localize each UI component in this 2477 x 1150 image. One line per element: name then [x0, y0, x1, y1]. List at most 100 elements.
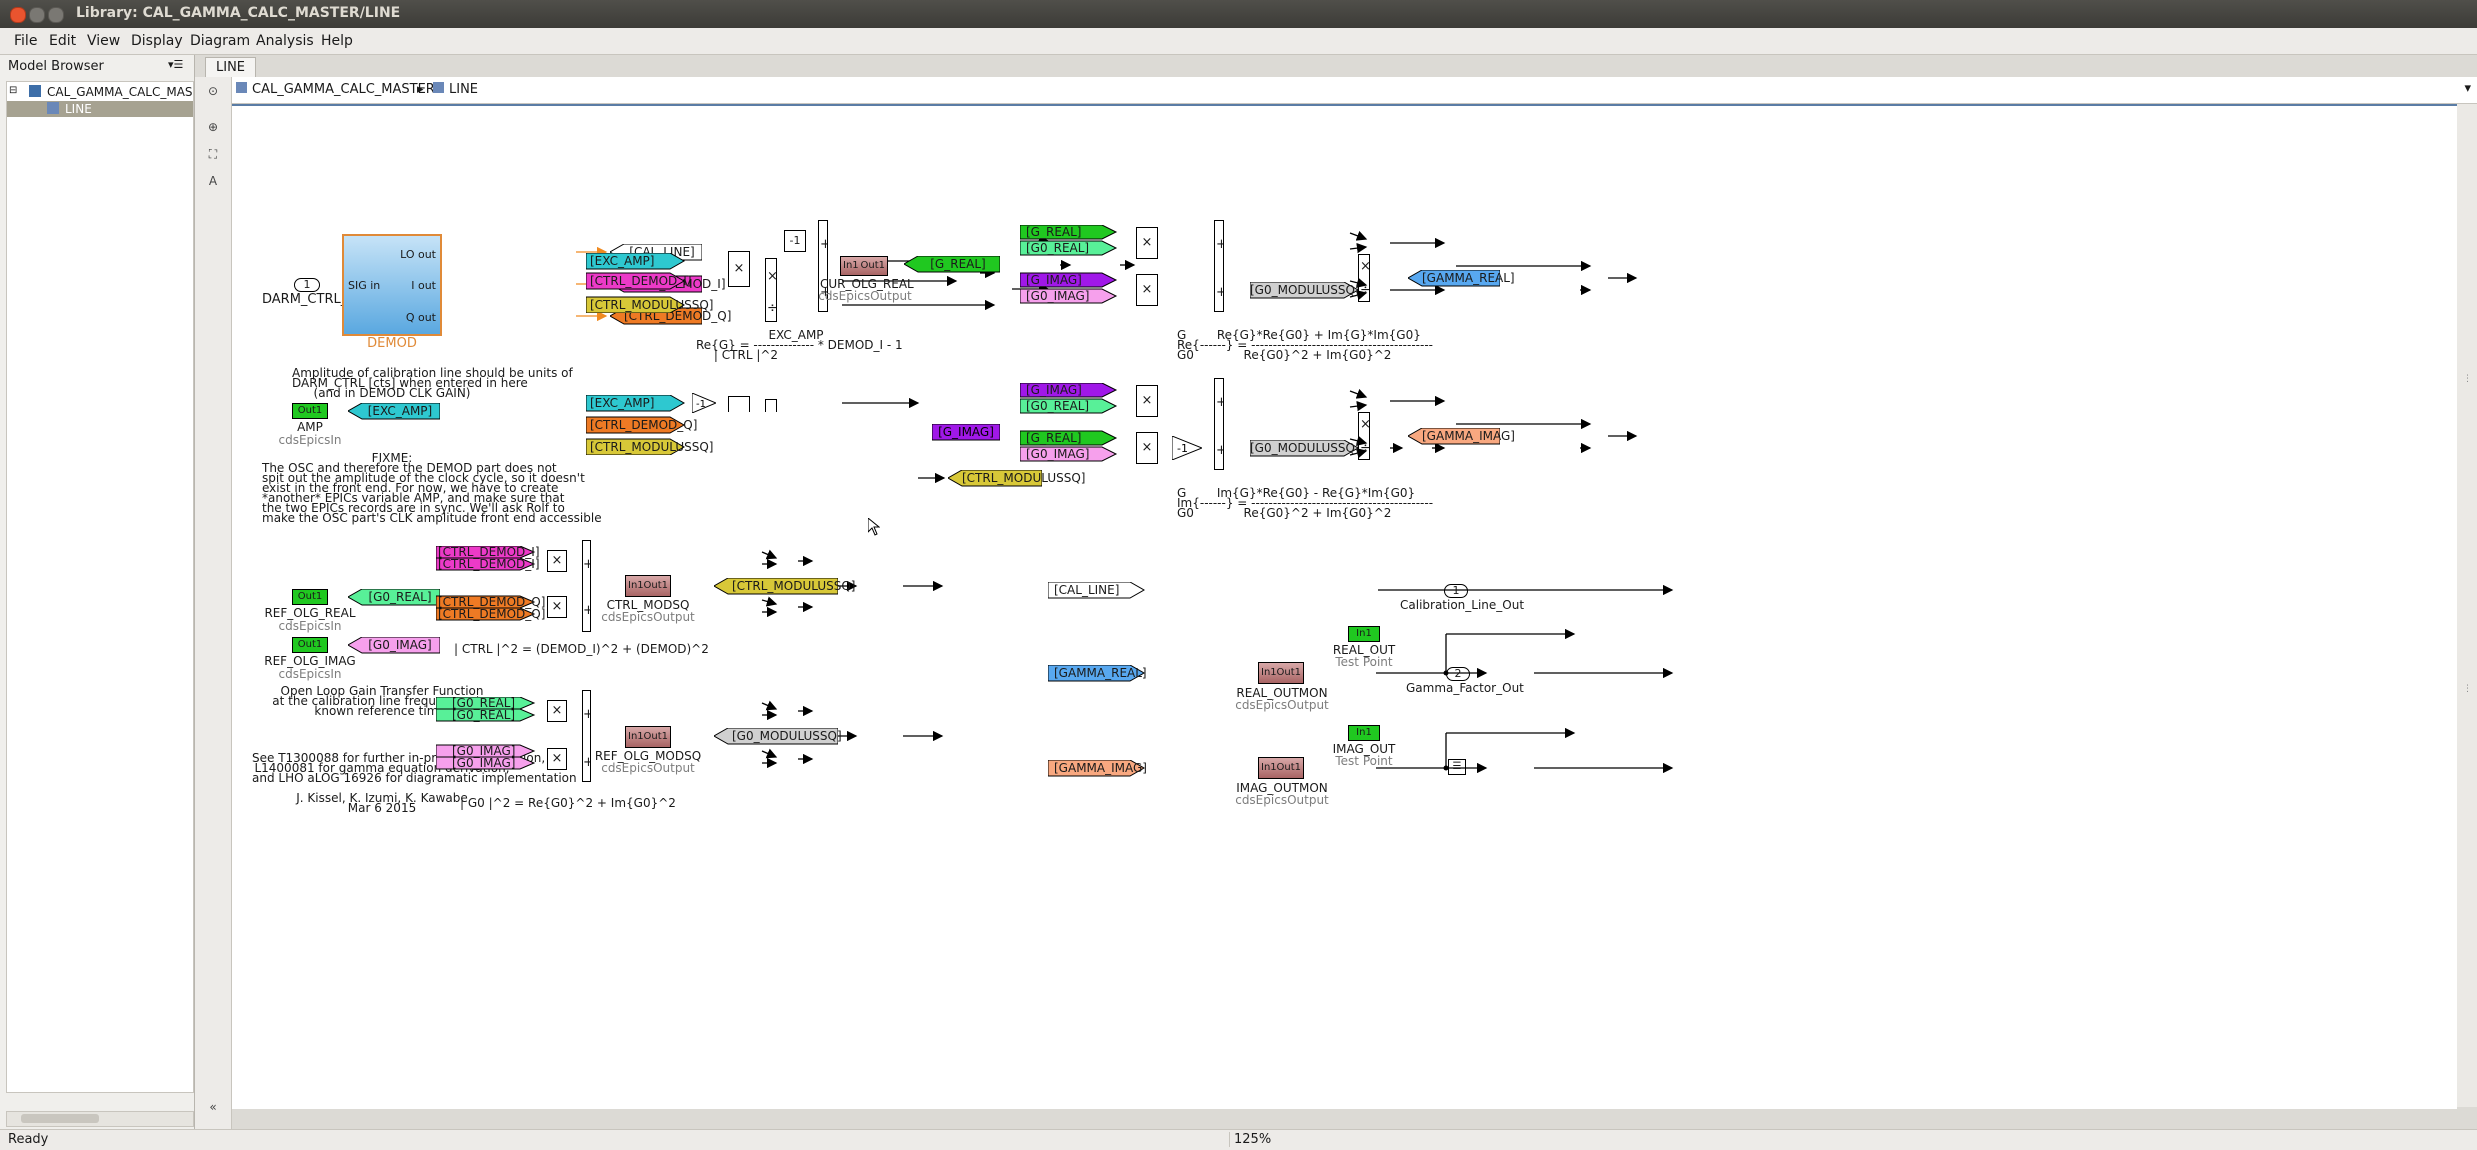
panel-menu-icon[interactable]: ▾☰ [168, 58, 184, 71]
product-block-partial[interactable] [728, 396, 750, 412]
model-browser-scrollbar[interactable] [6, 1111, 194, 1127]
from-ctrl-demod-i-a[interactable]: [CTRL_DEMOD_I] [438, 545, 540, 559]
from-g0-modulussq-2[interactable]: [G0_MODULUSSQ] [1250, 441, 1360, 455]
goto-gamma-imag[interactable]: [GAMMA_IMAG] [1422, 429, 1515, 443]
from-g0-real-b[interactable]: [G0_REAL] [452, 708, 516, 722]
imag-out-test-point[interactable]: In1 [1348, 725, 1380, 741]
sum-block-ctrl[interactable]: + + [582, 540, 591, 632]
address-dropdown-icon[interactable]: ▾ [2464, 81, 2471, 96]
breadcrumb-line[interactable]: LINE [449, 82, 479, 97]
from-ctrl-demod-q-a[interactable]: [CTRL_DEMOD_Q] [438, 595, 546, 609]
minimize-window-button[interactable] [29, 7, 45, 23]
from-gamma-imag[interactable]: [GAMMA_IMAG] [1054, 761, 1147, 775]
diagram-canvas[interactable]: 1 DARM_CTRL_In SIG in LO out I out Q out… [232, 104, 2457, 1109]
real-outmon-block[interactable]: In1 Out1 [1258, 662, 1304, 684]
outport-gamma[interactable]: 2 [1446, 667, 1470, 681]
from-cal-line[interactable]: [CAL_LINE] [1054, 583, 1120, 597]
goto-g-real[interactable]: [G_REAL] [930, 257, 986, 271]
goto-exc-amp[interactable]: [EXC_AMP] [367, 404, 433, 418]
real-out-test-point[interactable]: In1 [1348, 626, 1380, 642]
product-block-g0-imag[interactable]: × [547, 748, 567, 770]
product-block-1[interactable]: × [728, 251, 750, 287]
product-block-demod-i[interactable]: × [547, 550, 567, 572]
from-g0-imag-1[interactable]: [G0_IMAG] [1026, 289, 1090, 303]
menu-edit[interactable]: Edit [49, 33, 77, 49]
from-ctrl-demod-q[interactable]: [CTRL_DEMOD_Q] [590, 418, 698, 432]
product-block-gr-1[interactable]: × [1136, 227, 1158, 259]
resize-grip-icon[interactable]: ⋮ [2463, 374, 2472, 384]
goto-g0-imag[interactable]: [G0_IMAG] [368, 638, 432, 652]
sum-block-1[interactable]: + + [818, 220, 828, 312]
divide-block-gamma-real[interactable]: × ÷ [1358, 254, 1370, 302]
scroll-thumb[interactable] [21, 1114, 99, 1123]
goto-g0-modulussq[interactable]: [G0_MODULUSSQ] [732, 729, 842, 743]
collapse-panel-icon[interactable]: « [209, 1100, 217, 1114]
sum-block-ref[interactable]: + + [582, 690, 591, 782]
ref-olg-imag-epics-in[interactable]: Out1 [292, 637, 328, 653]
from-g0-modulussq-1[interactable]: [G0_MODULUSSQ] [1250, 283, 1360, 297]
menu-view[interactable]: View [87, 33, 121, 49]
from-g-real-2[interactable]: [G_REAL] [1026, 431, 1082, 445]
from-exc-amp[interactable]: [EXC_AMP] [590, 254, 655, 268]
goto-g-imag[interactable]: [G_IMAG] [938, 425, 994, 439]
imag-outmon-block[interactable]: In1 Out1 [1258, 757, 1304, 779]
goto-ctrl-modulussq-2[interactable]: [CTRL_MODULUSSQ] [732, 579, 856, 593]
outport-cal-line[interactable]: 1 [1444, 584, 1468, 598]
from-ctrl-demod-i[interactable]: [CTRL_DEMOD_I] [590, 274, 692, 288]
divide-block-partial[interactable] [765, 399, 777, 412]
fit-view-icon[interactable]: ⛶ [208, 147, 218, 161]
collapse-icon[interactable]: ⊟ [9, 85, 18, 96]
ref-olg-real-epics-in[interactable]: Out1 [292, 589, 328, 605]
hide-show-icon[interactable]: ⊙ [207, 84, 219, 98]
divide-block-gamma-imag[interactable]: × ÷ [1358, 412, 1370, 460]
from-ctrl-demod-q-b[interactable]: [CTRL_DEMOD_Q] [438, 607, 546, 621]
breadcrumb-root[interactable]: CAL_GAMMA_CALC_MASTER [252, 82, 435, 97]
menu-diagram[interactable]: Diagram [190, 33, 251, 49]
from-g0-imag-b[interactable]: [G0_IMAG] [452, 756, 516, 770]
gain-block-minus1[interactable]: -1 [1172, 436, 1202, 460]
annotation-icon[interactable]: A [208, 174, 218, 188]
menu-analysis[interactable]: Analysis [256, 33, 314, 49]
from-gamma-real[interactable]: [GAMMA_REAL] [1054, 666, 1147, 680]
from-g0-imag-2[interactable]: [G0_IMAG] [1026, 447, 1090, 461]
menu-help[interactable]: Help [321, 33, 353, 49]
menu-file[interactable]: File [14, 33, 38, 49]
from-ctrl-modulussq[interactable]: [CTRL_MODULUSSQ] [590, 298, 714, 312]
goto-g0-real[interactable]: [G0_REAL] [368, 590, 432, 604]
from-ctrl-modulussq-2[interactable]: [CTRL_MODULUSSQ] [590, 440, 714, 454]
from-g0-imag-a[interactable]: [G0_IMAG] [452, 744, 516, 758]
sum-block-gamma-imag[interactable]: + + [1214, 378, 1224, 470]
demod-block[interactable]: SIG in LO out I out Q out [342, 234, 442, 336]
close-window-button[interactable] [10, 7, 26, 23]
from-g0-real-a[interactable]: [G0_REAL] [452, 696, 516, 710]
inport-darm-ctrl[interactable]: 1 [294, 278, 320, 292]
from-ctrl-demod-i-b[interactable]: [CTRL_DEMOD_I] [438, 557, 540, 571]
goto-ctrl-modulussq-1[interactable]: [CTRL_MODULUSSQ] [962, 471, 1086, 485]
from-g0-real-2[interactable]: [G0_REAL] [1026, 399, 1090, 413]
resize-grip-icon[interactable]: ⋮ [2463, 684, 2472, 694]
product-block-demod-q[interactable]: × [547, 596, 567, 618]
maximize-window-button[interactable] [48, 7, 64, 23]
product-block-gr-2[interactable]: × [1136, 274, 1158, 306]
tree-item-line[interactable]: LINE [7, 101, 193, 117]
from-g-imag-1[interactable]: [G_IMAG] [1026, 273, 1082, 287]
zoom-icon[interactable]: ⊕ [207, 120, 219, 134]
terminator-icon[interactable]: ☰ [1448, 759, 1466, 775]
constant-minus1[interactable]: -1 [784, 230, 806, 252]
product-block-gi-2[interactable]: × [1136, 432, 1158, 464]
amp-epics-in[interactable]: Out1 [292, 403, 328, 419]
from-g-real-1[interactable]: [G_REAL] [1026, 225, 1082, 239]
product-block-gi-1[interactable]: × [1136, 385, 1158, 417]
from-exc-amp-2[interactable]: [EXC_AMP] [590, 396, 655, 410]
tab-line[interactable]: LINE [205, 57, 257, 77]
from-g0-real-1[interactable]: [G0_REAL] [1026, 241, 1090, 255]
product-block-g0-real[interactable]: × [547, 700, 567, 722]
from-g-imag-2[interactable]: [G_IMAG] [1026, 383, 1082, 397]
divide-block-1[interactable]: × ÷ [765, 258, 777, 322]
cur-olg-real-block[interactable]: In1 Out1 [840, 256, 888, 276]
tree-item-root[interactable]: ⊟ CAL_GAMMA_CALC_MAS [7, 84, 193, 100]
menu-display[interactable]: Display [131, 33, 183, 49]
goto-gamma-real[interactable]: [GAMMA_REAL] [1422, 271, 1515, 285]
vertical-scrollbar[interactable]: ⋮ ⋮ [2457, 104, 2477, 1107]
gain-block-partial[interactable]: -1 [692, 393, 716, 413]
